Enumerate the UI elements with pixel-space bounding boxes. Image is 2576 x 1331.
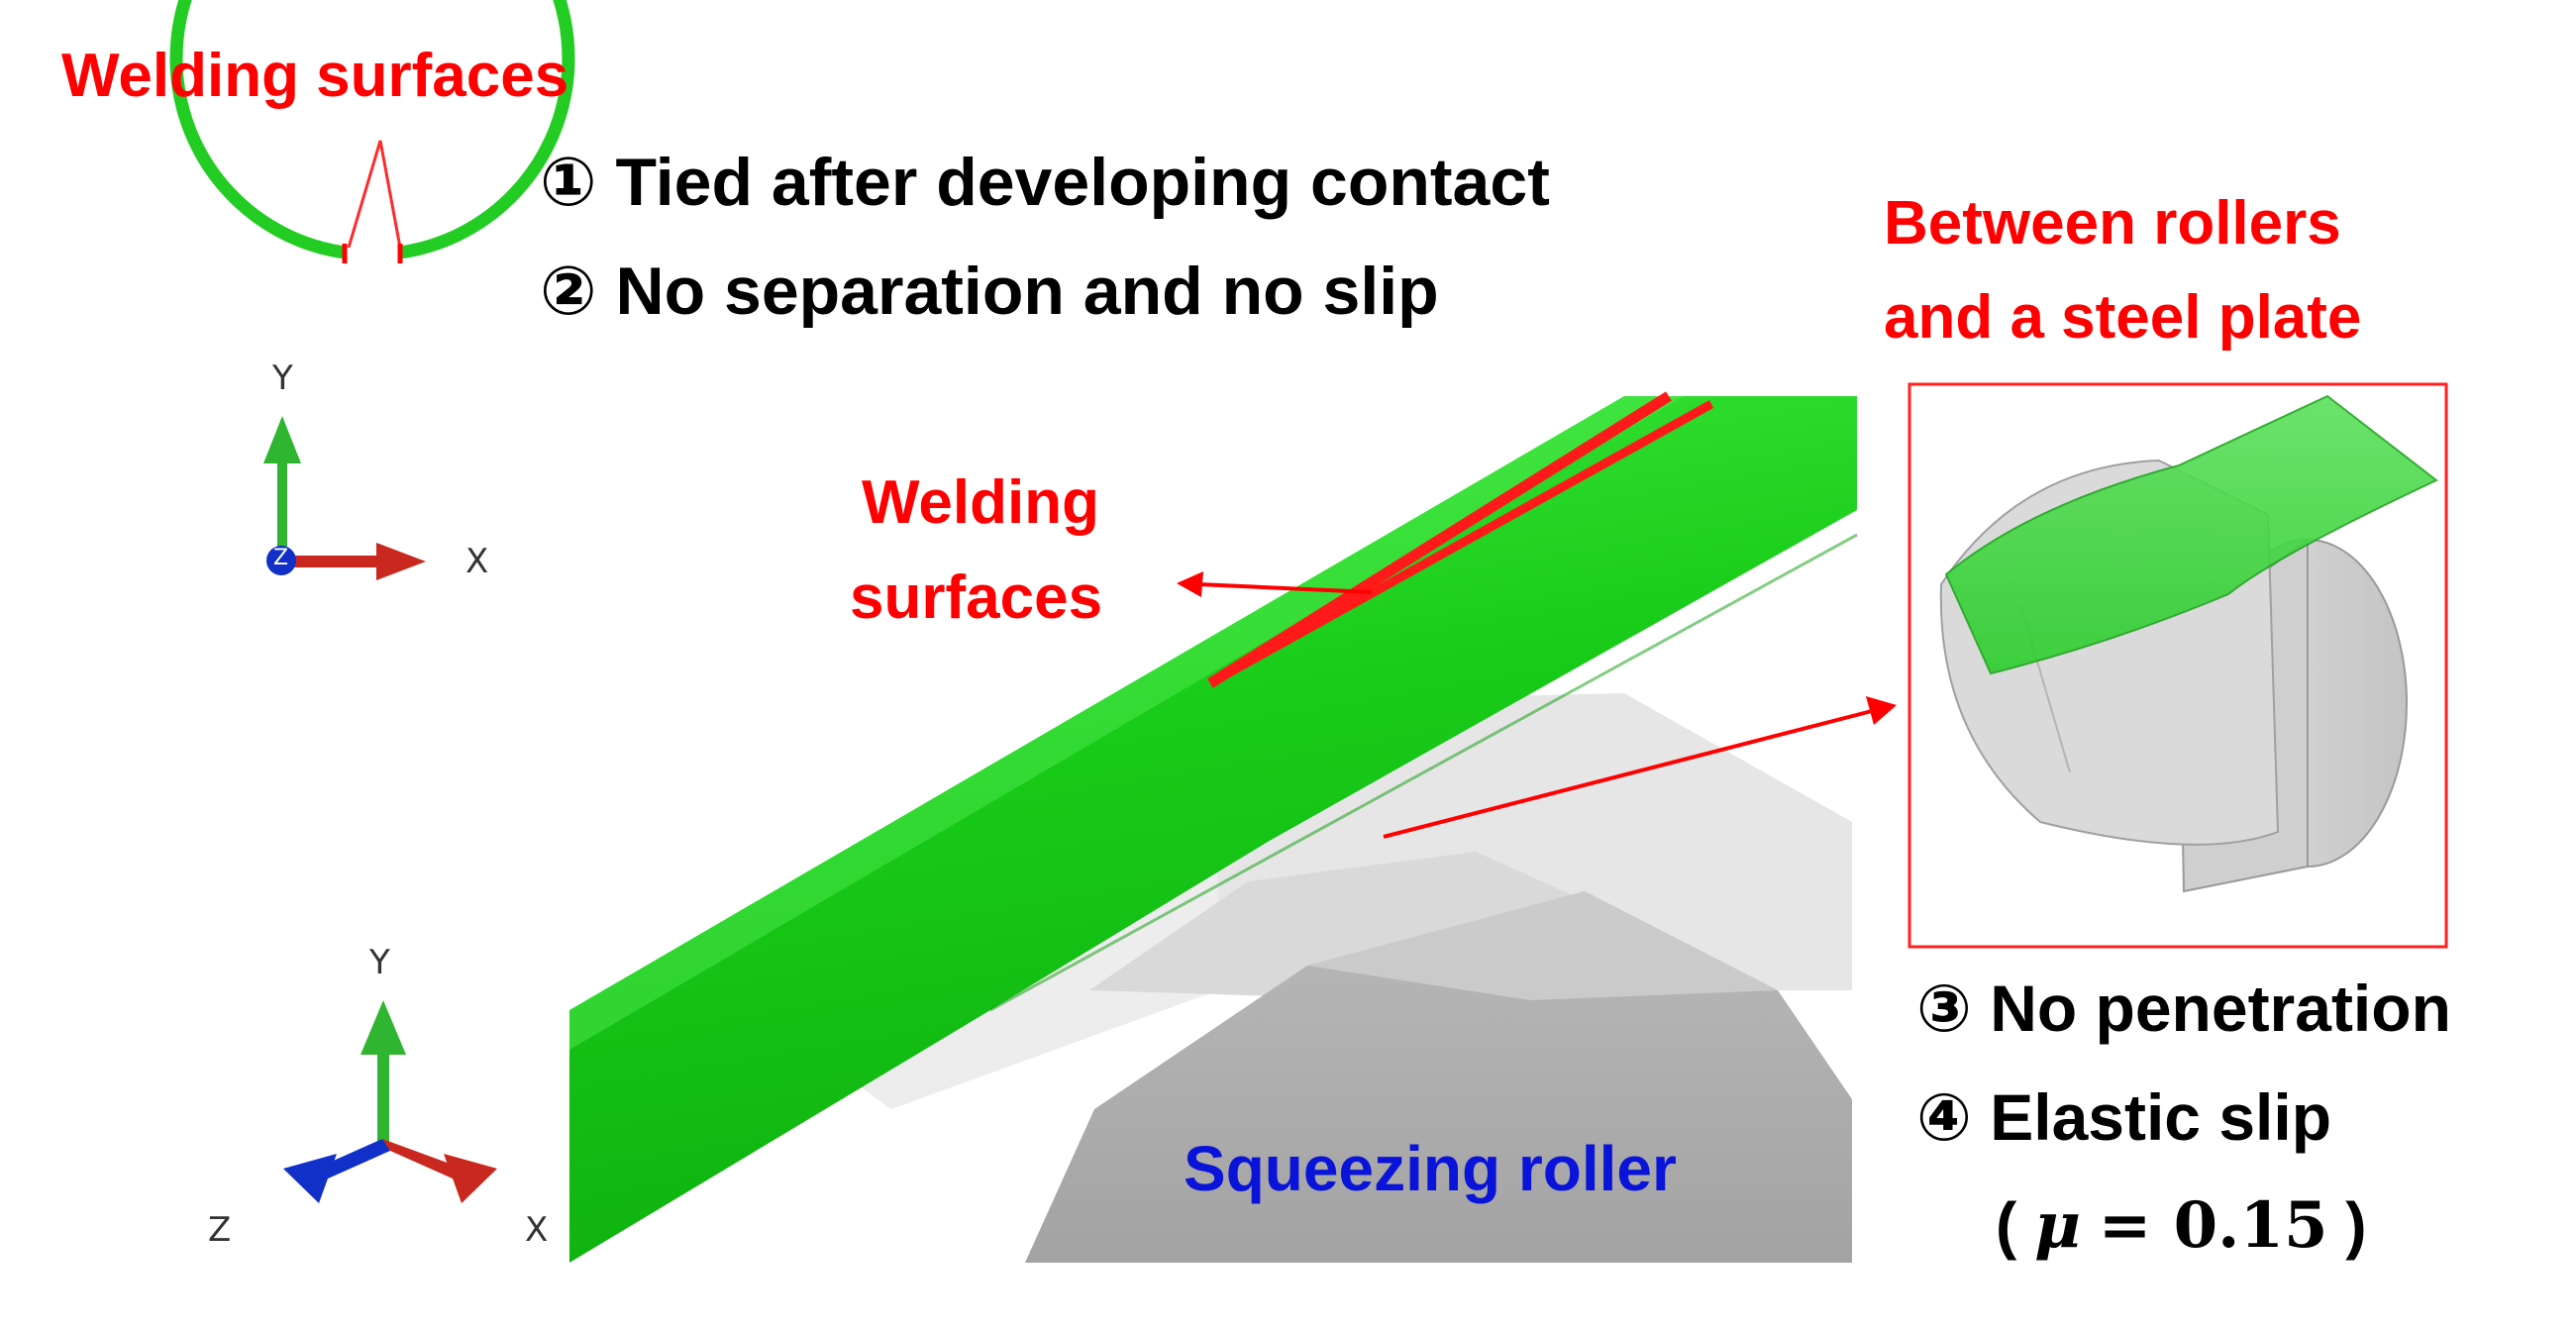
friction-value: = 0.15 <box>2098 1188 2328 1263</box>
welding-surfaces-leader <box>347 140 402 249</box>
main-3d-view <box>569 391 1897 1263</box>
green-pipe <box>569 396 1857 1263</box>
between-rollers-label-line2: and a steel plate <box>1884 283 2362 352</box>
main-axis-y: Y <box>369 943 390 982</box>
contact-to-inset-arrow <box>1383 709 1873 839</box>
condition-4-label: ④ Elastic slip <box>1916 1080 2332 1154</box>
friction-mu-symbol: μ <box>2034 1188 2081 1263</box>
welding-surfaces-mid-line1: Welding <box>862 468 1099 537</box>
contact-inset <box>1907 382 2448 949</box>
condition-2-label: ② No separation and no slip <box>540 254 1439 329</box>
pipe-cross-section <box>169 0 575 580</box>
welding-seam-line-1 <box>1207 391 1672 688</box>
condition-3-label: ③ No penetration <box>1916 972 2451 1045</box>
welding-seam-line-2 <box>1207 400 1714 687</box>
welding-surfaces-arrow <box>1197 582 1373 594</box>
between-rollers-label-line1: Between rollers <box>1884 189 2341 257</box>
cross-section-ring <box>169 0 575 259</box>
cross-section-axis-x: X <box>465 542 489 581</box>
condition-1-label: ① Tied after developing contact <box>540 145 1550 220</box>
main-axis-x: X <box>525 1210 549 1250</box>
cross-section-axis-triad <box>263 416 426 580</box>
inset-green-plate <box>1944 394 2438 675</box>
friction-close-paren: ) <box>2345 1189 2367 1261</box>
cross-section-axis-y: Y <box>272 358 293 398</box>
cross-section-axis-z: Z <box>273 546 289 570</box>
welding-surfaces-mid-line2: surfaces <box>850 563 1103 632</box>
friction-open-paren: ( <box>1996 1189 2017 1261</box>
welding-surfaces-top-label: Welding surfaces <box>61 42 569 110</box>
main-axis-triad <box>283 1000 497 1203</box>
squeezing-roller-label: Squeezing roller <box>1184 1133 1677 1204</box>
friction-coefficient-label: ( μ = 0.15 ) <box>1996 1193 2367 1258</box>
main-axis-z: Z <box>208 1210 232 1250</box>
